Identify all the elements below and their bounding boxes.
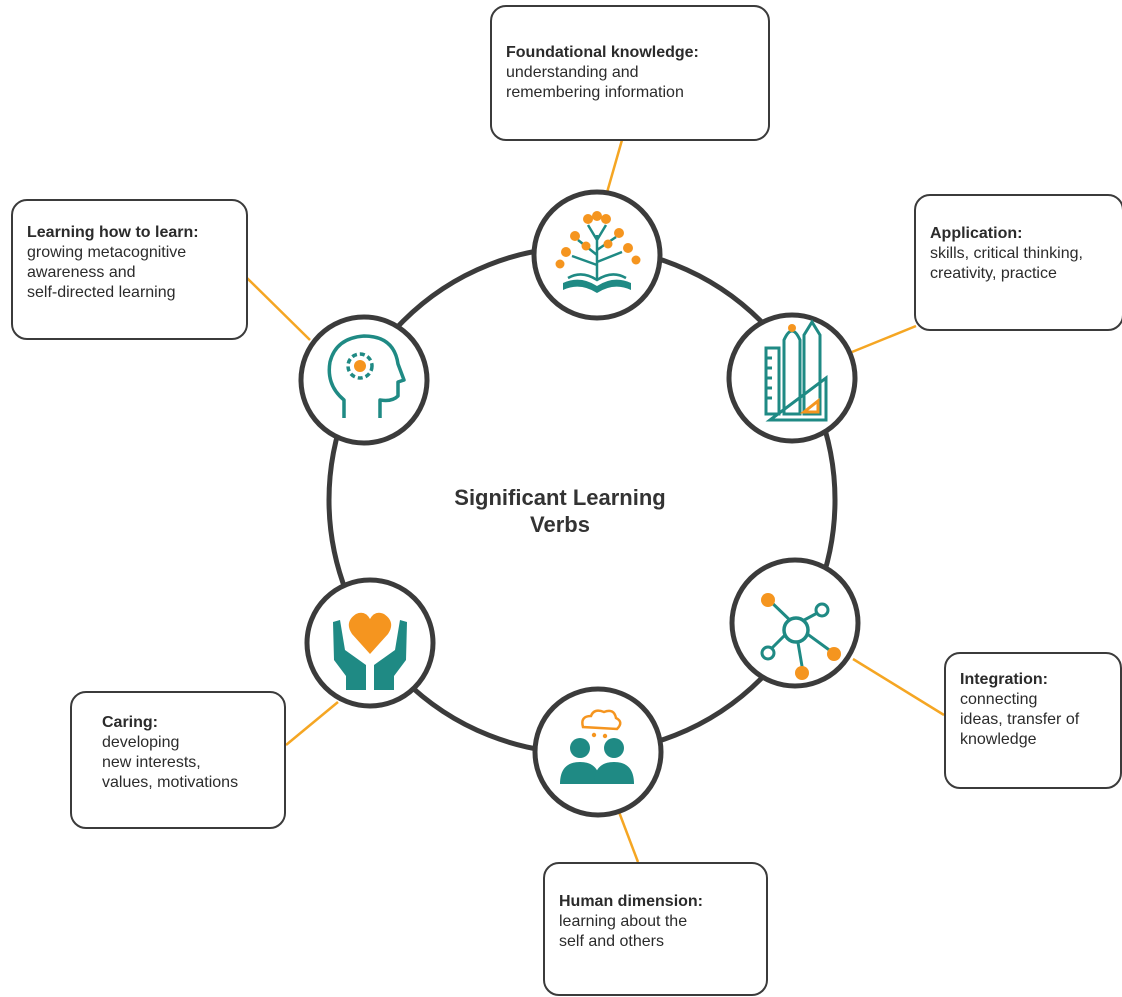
box-text-line: new interests,	[102, 754, 201, 771]
center-title-line-2: Verbs	[530, 512, 590, 537]
box-text-line: knowledge	[960, 731, 1037, 748]
box-caring: Caring: developing new interests, values…	[70, 691, 286, 829]
box-text-line: self and others	[559, 933, 664, 950]
two-people-icon	[560, 709, 634, 784]
box-human: Human dimension: learning about the self…	[543, 862, 768, 996]
box-text-line: ideas, transfer of	[960, 711, 1080, 728]
box-text-line: connecting	[960, 691, 1038, 708]
box-integration: Integration: connecting ideas, transfer …	[944, 652, 1122, 789]
box-text-line: skills, critical thinking,	[930, 245, 1083, 262]
box-text-line: awareness and	[27, 264, 136, 281]
drafting-tools-icon	[764, 319, 828, 422]
connector-application	[851, 324, 917, 354]
node-circle-learning-how	[298, 314, 430, 446]
box-title: Foundational knowledge:	[506, 44, 699, 61]
center-title-line-1: Significant Learning	[454, 485, 666, 510]
book-tree-icon	[555, 211, 641, 293]
box-text-line: learning about the	[559, 913, 688, 930]
box-title: Human dimension:	[559, 893, 704, 910]
box-text-line: creativity, practice	[930, 265, 1057, 282]
box-text-line: values, motivations	[102, 774, 239, 791]
node-circle-application	[726, 312, 858, 444]
box-title: Application:	[930, 225, 1023, 242]
center-title: Significant Learning Verbs	[430, 484, 690, 538]
connector-learning-how	[246, 277, 311, 341]
box-title: Integration:	[960, 671, 1048, 688]
box-learning-how: Learning how to learn: growing metacogni…	[11, 199, 248, 340]
heart-hands-icon	[333, 612, 407, 690]
connector-human	[617, 811, 640, 863]
box-title: Caring:	[102, 714, 158, 731]
node-circle-human	[532, 686, 664, 818]
box-application: Application: skills, critical thinking, …	[914, 194, 1122, 331]
node-circle-caring	[304, 577, 436, 709]
connector-integration	[852, 657, 945, 717]
connectors	[246, 139, 945, 863]
box-text-line: self-directed learning	[27, 284, 176, 301]
box-text-line: remembering information	[506, 84, 684, 101]
box-text-line: understanding and	[506, 64, 639, 81]
connector-foundational	[604, 139, 624, 197]
box-text-line: growing metacognitive	[27, 244, 187, 261]
node-circle-integration	[729, 557, 861, 689]
head-gear-icon	[327, 334, 406, 418]
box-text-line: developing	[102, 734, 180, 751]
connector-caring	[285, 701, 339, 746]
node-circle-foundational	[531, 189, 663, 321]
network-nodes-icon	[760, 593, 841, 680]
box-title: Learning how to learn:	[27, 224, 199, 241]
box-foundational: Foundational knowledge: understanding an…	[490, 5, 770, 141]
